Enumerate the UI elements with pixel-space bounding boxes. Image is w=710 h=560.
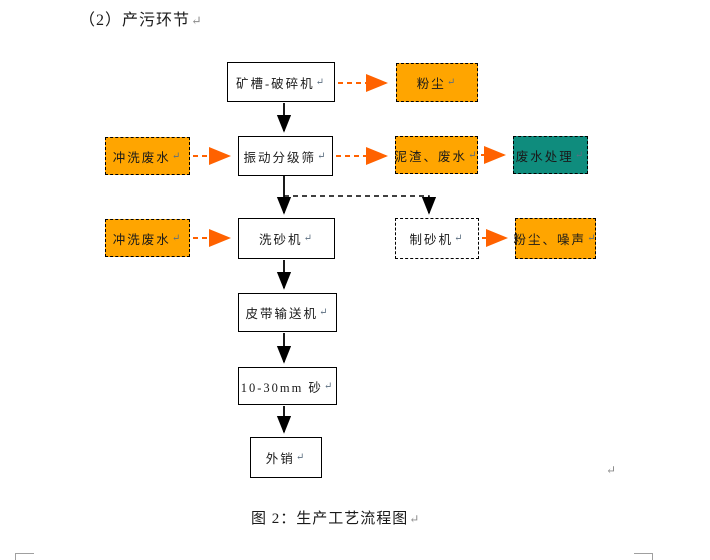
node-wash-water-2: 冲洗废水↵ <box>105 219 190 257</box>
paragraph-mark: ↵ <box>587 233 598 244</box>
node-label: 10-30mm 砂 <box>240 380 323 395</box>
node-label: 振动分级筛 <box>243 150 317 165</box>
paragraph-mark: ↵ <box>295 452 307 463</box>
page-margin-corner-left <box>15 553 34 560</box>
paragraph-mark: ↵ <box>323 380 335 392</box>
node-label: 外销 <box>265 452 295 466</box>
node-label: 冲洗废水 <box>112 232 171 247</box>
node-wash-water-1: 冲洗废水↵ <box>105 137 190 175</box>
page-title: （2）产污环节↵ <box>79 6 203 30</box>
paragraph-mark: ↵ <box>191 14 203 28</box>
node-label: 粉尘、噪声 <box>513 233 587 247</box>
paragraph-mark: ↵ <box>468 149 479 161</box>
paragraph-mark: ↵ <box>409 512 421 526</box>
node-label: 粉尘 <box>416 77 446 91</box>
paragraph-mark: ↵ <box>317 150 328 162</box>
paragraph-mark: ↵ <box>454 233 465 244</box>
paragraph-mark: ↵ <box>315 76 327 88</box>
node-sludge-wastewater: 泥渣、废水↵ <box>395 136 478 174</box>
node-sand-product: 10-30mm 砂↵ <box>238 367 337 405</box>
node-label: 制砂机 <box>409 233 454 247</box>
node-label: 矿槽-破碎机 <box>235 76 315 91</box>
figure-caption-text: 图 2：生产工艺流程图 <box>251 511 409 527</box>
paragraph-mark: ↵ <box>446 77 458 88</box>
figure-caption: 图 2：生产工艺流程图↵ <box>251 507 420 528</box>
node-export: 外销↵ <box>250 437 322 478</box>
paragraph-mark: ↵ <box>319 307 330 318</box>
paragraph-mark: ↵ <box>171 232 183 244</box>
node-wastewater-treatment: 废水处理↵ <box>513 136 588 174</box>
node-sand-washer: 洗砂机↵ <box>238 218 335 259</box>
branch-screen-to-sandmaker <box>284 195 430 205</box>
node-label: 洗砂机 <box>259 233 303 247</box>
empty-paragraph-mark: ↵ <box>606 463 617 477</box>
node-label: 泥渣、废水 <box>394 149 468 164</box>
paragraph-mark: ↵ <box>171 150 183 162</box>
node-label: 废水处理 <box>515 149 574 164</box>
node-screen: 振动分级筛↵ <box>238 136 333 176</box>
node-label: 冲洗废水 <box>112 150 171 165</box>
page-margin-corner-right <box>634 553 653 560</box>
paragraph-mark: ↵ <box>574 149 586 161</box>
node-belt-conveyor: 皮带输送机↵ <box>238 293 337 332</box>
node-dust-1: 粉尘↵ <box>396 63 478 102</box>
page-title-text: （2）产污环节 <box>79 12 191 29</box>
node-sand-maker: 制砂机↵ <box>395 218 479 259</box>
paragraph-mark: ↵ <box>303 233 314 244</box>
node-crusher: 矿槽-破碎机↵ <box>227 62 335 102</box>
node-dust-noise: 粉尘、噪声↵ <box>513 218 598 259</box>
node-label: 皮带输送机 <box>245 307 319 321</box>
